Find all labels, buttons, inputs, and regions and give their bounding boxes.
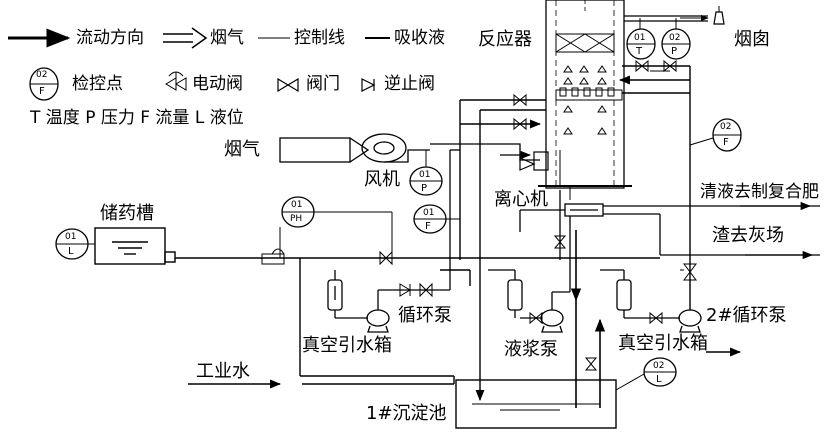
- instrument-reactor-pressure-num: 02: [669, 33, 681, 43]
- storage-tank: [94, 227, 176, 265]
- industrial-water-lines: [188, 347, 742, 389]
- circulation-pump-2-label: 2#循环泵: [706, 305, 787, 326]
- centrifuge-icon: [564, 203, 604, 217]
- valve-icon: [649, 311, 663, 325]
- vacuum-tank-middle: [488, 269, 523, 318]
- flue-gas-inlet-duct: [279, 137, 370, 163]
- legend-instrument-code: F: [39, 86, 45, 97]
- electric-valve-icon: [165, 71, 187, 91]
- settling-tank-label: 1#沉淀池: [366, 403, 447, 424]
- clear-liquid-label: 清液去制复合肥: [700, 182, 819, 202]
- centrifuge-outlet-lines: [519, 190, 820, 260]
- legend-abbreviations: T 温度 P 压力 F 流量 L 液位: [30, 108, 244, 128]
- legend-absorbent: 吸收液: [394, 28, 445, 48]
- instrument-pump-flow: [689, 118, 742, 152]
- valve-icon: [635, 59, 677, 73]
- instrument-ph-code: PH: [290, 214, 303, 224]
- instrument-fan-flow-num: 01: [423, 208, 435, 218]
- chimney-duct: [624, 14, 709, 22]
- vacuum-tank-right-label: 真空引水箱: [618, 333, 708, 354]
- instrument-settling-level-code: L: [656, 374, 662, 385]
- valve-icon: [277, 77, 299, 93]
- legend-control-line: 控制线: [294, 28, 345, 48]
- chimney-label: 烟囱: [734, 29, 770, 50]
- electric-valve-icon: [261, 248, 285, 265]
- instrument-ph: [279, 196, 393, 258]
- valve-icon: [529, 235, 567, 325]
- instrument-pump-flow-num: 02: [720, 122, 732, 132]
- instrument-fan-flow-code: F: [425, 221, 431, 232]
- valve-icon: [513, 93, 527, 131]
- circulation-pump-1-label: 循环泵: [398, 305, 452, 326]
- fan-label: 风机: [364, 169, 400, 190]
- check-valve-icon: [399, 282, 433, 298]
- instrument-reactor-temp: [626, 18, 656, 60]
- instrument-reactor-temp-num: 01: [634, 33, 646, 43]
- legend-check-point-icon: [29, 67, 59, 101]
- slurry-pump-icon: [520, 216, 571, 333]
- circulation-pump-left-icon: [366, 149, 460, 333]
- instrument-pump-flow-code: F: [723, 137, 729, 148]
- legend-flue-gas: 烟气: [210, 28, 244, 48]
- valve-icon: [379, 250, 393, 266]
- valve-icon: [584, 357, 598, 371]
- legend-flue-gas-arrow-icon: [163, 27, 208, 49]
- slurry-pump-label: 液浆泵: [504, 339, 558, 360]
- legend-check-point: 检控点: [72, 74, 123, 94]
- settling-feed-arrows: [570, 230, 606, 408]
- instrument-settling-level-num: 02: [653, 361, 665, 371]
- absorbent-feed-piping: [459, 99, 546, 260]
- instrument-tank-level-code: L: [68, 246, 74, 257]
- centrifuge-label: 离心机: [494, 189, 548, 210]
- reactor-label: 反应器: [478, 29, 532, 50]
- instrument-reactor-pressure: [661, 18, 691, 60]
- recirculation-piping: [618, 65, 691, 310]
- vacuum-tank-left: [327, 270, 368, 319]
- instrument-reactor-temp-code: T: [636, 46, 643, 57]
- industrial-water-label: 工业水: [196, 361, 250, 382]
- storage-tank-label: 储药槽: [100, 203, 154, 224]
- reactor-column: [538, 0, 632, 200]
- legend-check-valve: 逆止阀: [384, 74, 435, 94]
- main-distribution-line: [175, 257, 660, 402]
- legend-electric-valve: 电动阀: [192, 74, 243, 94]
- settling-tank: [455, 379, 617, 429]
- instrument-reactor-pressure-code: P: [671, 46, 678, 57]
- legend-valve: 阀门: [306, 74, 340, 94]
- slag-label: 渣去灰场: [712, 225, 784, 246]
- chimney-icon: [713, 6, 725, 25]
- instrument-fan-flow: [413, 204, 460, 234]
- check-valve-icon: [361, 78, 376, 92]
- legend-instrument-num: 02: [36, 70, 48, 80]
- instrument-settling-level: [615, 357, 677, 391]
- vacuum-tank-left-label: 真空引水箱: [302, 335, 392, 356]
- instrument-tank-level-num: 01: [65, 232, 77, 242]
- fan-icon: [361, 133, 540, 163]
- legend-flow-direction: 流动方向: [76, 28, 144, 48]
- vacuum-tank-right: [600, 269, 680, 319]
- instrument-fan-pressure: [409, 150, 443, 196]
- instrument-tank-level: [55, 228, 95, 260]
- damper-icon: [519, 151, 549, 171]
- fan-gas-inlet-label: 烟气: [224, 139, 260, 160]
- instrument-ph-num: 01: [291, 200, 303, 210]
- electric-valve-icon: [680, 263, 697, 281]
- circulation-pump-2-icon: [678, 309, 702, 333]
- instrument-fan-pressure-code: P: [421, 183, 428, 194]
- instrument-fan-pressure-num: 01: [419, 170, 431, 180]
